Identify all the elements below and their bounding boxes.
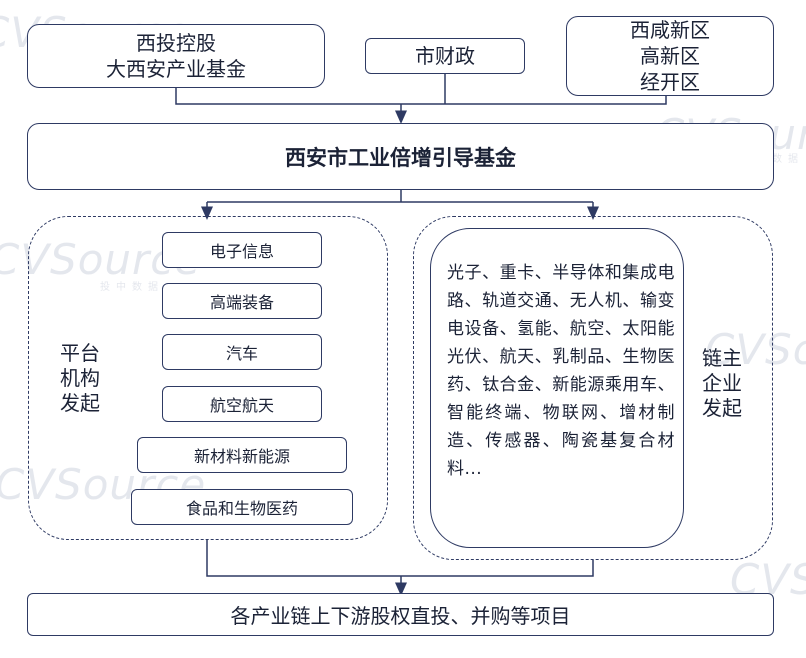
platform-label: 平台 机构 发起 [52, 341, 108, 416]
projects-box: 各产业链上下游股权直投、并购等项目 [27, 593, 774, 636]
projects-label: 各产业链上下游股权直投、并购等项目 [230, 604, 571, 628]
industry-item-label: 新材料新能源 [193, 447, 290, 466]
chain-label-2: 企业 [702, 371, 742, 395]
main-fund-label: 西安市工业倍增引导基金 [285, 145, 516, 170]
watermark-sub: 投中数据 [100, 282, 164, 293]
chain-leader-label: 链主 企业 发起 [694, 346, 750, 421]
district-gaoxin: 高新区 [640, 44, 700, 68]
xitou-fund-box: 西投控股 大西安产业基金 [27, 24, 325, 88]
platform-label-2: 机构 [60, 366, 100, 390]
industry-item-label: 航空航天 [209, 396, 274, 415]
industry-item: 电子信息 [162, 232, 322, 268]
industry-item-label: 电子信息 [209, 242, 274, 261]
district-jingkai: 经开区 [640, 70, 700, 94]
xitou-line2: 大西安产业基金 [106, 57, 246, 81]
xitou-line1: 西投控股 [136, 31, 216, 55]
top-join-line [175, 88, 667, 105]
industry-item-label: 食品和生物医药 [185, 499, 298, 518]
chain-label-3: 发起 [702, 396, 742, 420]
industry-item: 高端装备 [162, 283, 322, 319]
chain-industries-text: 光子、重卡、半导体和集成电路、轨道交通、无人机、输变电设备、氢能、航空、太阳能光… [447, 263, 675, 479]
platform-label-1: 平台 [60, 341, 100, 365]
industry-item: 汽车 [162, 334, 322, 370]
industry-item: 新材料新能源 [137, 437, 347, 473]
municipal-finance-box: 市财政 [365, 38, 525, 74]
chain-label-1: 链主 [702, 346, 742, 370]
platform-group [28, 216, 388, 540]
watermark: CVSource [705, 325, 806, 374]
industry-item: 航空航天 [162, 386, 322, 422]
municipal-finance-label: 市财政 [415, 44, 475, 68]
district-xixian: 西咸新区 [630, 18, 710, 42]
industry-item-label: 汽车 [225, 344, 258, 363]
districts-box: 西咸新区 高新区 经开区 [566, 16, 774, 96]
chain-industries-box: 光子、重卡、半导体和集成电路、轨道交通、无人机、输变电设备、氢能、航空、太阳能光… [430, 228, 684, 548]
industry-item: 食品和生物医药 [131, 489, 353, 525]
bottom-join-line [206, 540, 594, 577]
industry-item-label: 高端装备 [209, 293, 274, 312]
platform-label-3: 发起 [60, 391, 100, 415]
chain-leader-group [413, 216, 773, 560]
main-fund-box: 西安市工业倍增引导基金 [27, 123, 774, 190]
